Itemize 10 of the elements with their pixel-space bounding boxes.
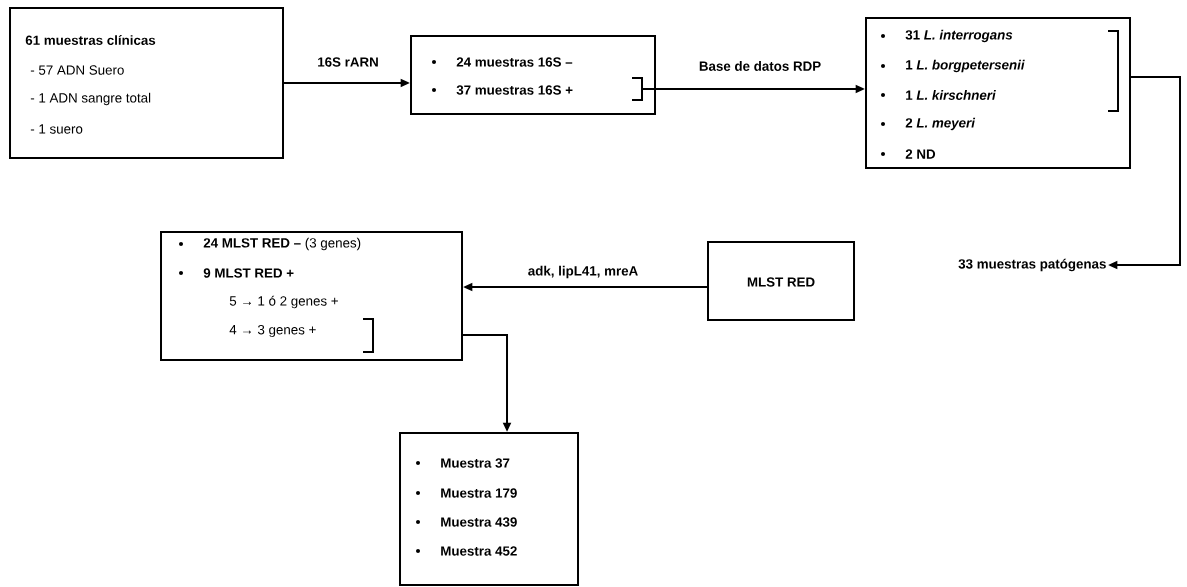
process-box: 24 muestras 16S – 37 muestras 16S +: [410, 35, 656, 115]
edge-label: 16S rARN: [315, 55, 381, 69]
edge-label: adk, lipL41, mreA: [526, 264, 640, 280]
process-box: Muestra 37 Muestra 179 Muestra 439 Muestra 452: [399, 432, 579, 586]
process-box: 24 MLST RED – (3 genes) 9 MLST RED + 5 → 1 ó 2 genes + 4 → 3 genes +: [160, 231, 463, 361]
text-label: 33 muestras patógenas: [958, 258, 1106, 272]
process-box: 31 L. interrogans 1 L. borgpetersenii 1 L. kirschneri 2 L. meyeri 2 ND: [865, 17, 1131, 169]
edge-label: Base de datos RDP: [697, 59, 823, 73]
process-box: 61 muestras clínicas - 57 ADN Suero - 1 ADN sangre total - 1 suero: [9, 7, 284, 159]
process-box: MLST RED: [707, 241, 855, 321]
